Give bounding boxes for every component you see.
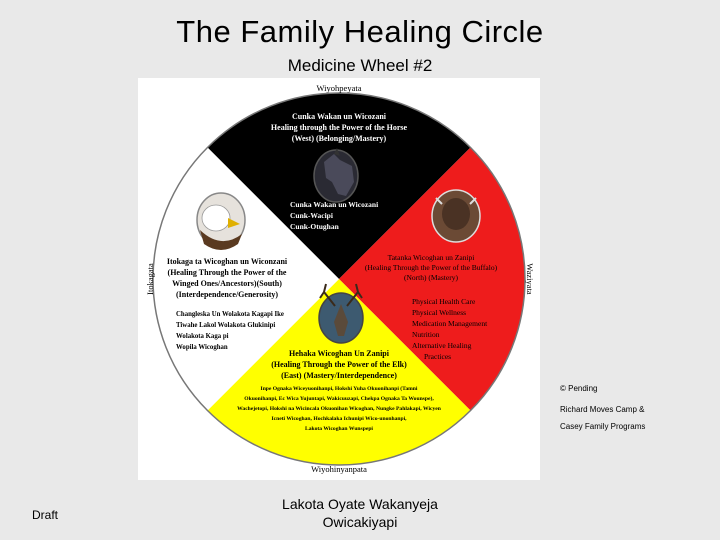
east-activity: Okuonihanpi, Ec Wica Yujuntapi, Wakicuuz… (244, 395, 434, 402)
east-activity: Inpe Ognaka Wiceyuonihanpi, Hokshi Yuha … (261, 385, 418, 392)
west-activity: Cunk-Otughan (290, 222, 340, 231)
horse-icon (313, 148, 359, 203)
east-activity: Wachejetopi, Hokshi na Wicincala Okuonih… (237, 406, 442, 412)
west-line: Healing through the Power of the Horse (271, 123, 408, 132)
west-line: (West) (Belonging/Mastery) (292, 134, 387, 143)
north-activity: Alternative Healing (412, 341, 472, 350)
outer-label-bottom: Wiyohinyanpata (311, 464, 367, 474)
west-activities: Cunka Wakan un Wicozani Cunk-Wacipi Cunk… (290, 200, 378, 231)
south-line: (Interdependence/Generosity) (176, 290, 278, 299)
east-line: (East) (Mastery/Interdependence) (281, 371, 397, 380)
buffalo-icon (431, 189, 481, 243)
footer-center: Lakota Oyate Wakanyeja Owicakiyapi (250, 495, 470, 531)
east-quadrant (207, 279, 471, 465)
east-line: Hehaka Wicoghan Un Zanipi (289, 349, 390, 358)
north-activity: Nutrition (412, 330, 440, 339)
east-activities: Inpe Ognaka Wiceyuonihanpi, Hokshi Yuha … (237, 385, 442, 432)
wheel-outline (152, 92, 526, 466)
medicine-wheel-diagram: Wiyohpeyata Wiyohinyanpata Waziyata Itok… (145, 83, 535, 474)
elk-icon (318, 283, 364, 344)
south-line: (Healing Through the Power of the (168, 268, 287, 277)
east-activity: Lakota Wicoghan Wunspepi (305, 426, 373, 432)
south-activity: Wolakota Kaga pi (176, 333, 229, 340)
east-activity: Icneti Wicoghan, Hochkalaka Ichunipi Wic… (271, 416, 407, 422)
north-activity: Physical Health Care (412, 297, 476, 306)
south-activity: Changleska Un Wolakota Kagapi Ike (176, 311, 284, 318)
east-line: (Healing Through the Power of the Elk) (271, 360, 407, 369)
credit-organization: Casey Family Programs (560, 422, 646, 431)
north-activity: Physical Wellness (412, 308, 466, 317)
south-line: Winged Ones/Ancestors)(South) (172, 279, 282, 288)
draft-label: Draft (32, 508, 59, 522)
west-text-block: Cunka Wakan un Wicozani Healing through … (271, 112, 408, 143)
footer-line-1: Lakota Oyate Wakanyeja (282, 496, 438, 512)
footer-line-2: Owicakiyapi (322, 514, 398, 530)
eagle-icon (196, 192, 246, 250)
north-activities: Physical Health Care Physical Wellness M… (412, 297, 488, 361)
west-activity: Cunk-Wacipi (290, 211, 333, 220)
outer-label-left: Itokagata (145, 263, 155, 295)
east-text-block: Hehaka Wicoghan Un Zanipi (Healing Throu… (271, 349, 407, 380)
south-activity: Wopila Wicoghan (176, 344, 228, 351)
west-line: Cunka Wakan un Wicozani (292, 112, 387, 121)
south-activities: Changleska Un Wolakota Kagapi Ike Tiwahe… (176, 311, 284, 351)
medicine-wheel-panel: Wiyohpeyata Wiyohinyanpata Waziyata Itok… (138, 78, 540, 480)
page-subtitle: Medicine Wheel #2 (287, 56, 433, 75)
north-line: Tatanka Wicoghan un Zanipi (388, 253, 475, 262)
south-text-block: Itokaga ta Wicoghan un Wiconzani (Healin… (167, 257, 288, 299)
north-text-block: Tatanka Wicoghan un Zanipi (Healing Thro… (365, 253, 498, 282)
page-title: The Family Healing Circle (176, 14, 544, 49)
south-line: Itokaga ta Wicoghan un Wiconzani (167, 257, 288, 266)
north-line: (North) (Mastery) (404, 273, 458, 282)
south-activity: Tiwahe Lakol Wolakota Glukinipi (176, 322, 275, 329)
west-activity: Cunka Wakan un Wicozani (290, 200, 378, 209)
copyright-line: © Pending (560, 384, 598, 393)
north-line: (Healing Through the Power of the Buffal… (365, 263, 498, 272)
north-activity: Medication Management (412, 319, 488, 328)
credit-author: Richard Moves Camp & (560, 405, 645, 414)
outer-label-right: Waziyata (525, 263, 535, 295)
outer-label-top: Wiyohpeyata (317, 83, 362, 93)
north-activity: Practices (424, 352, 451, 361)
